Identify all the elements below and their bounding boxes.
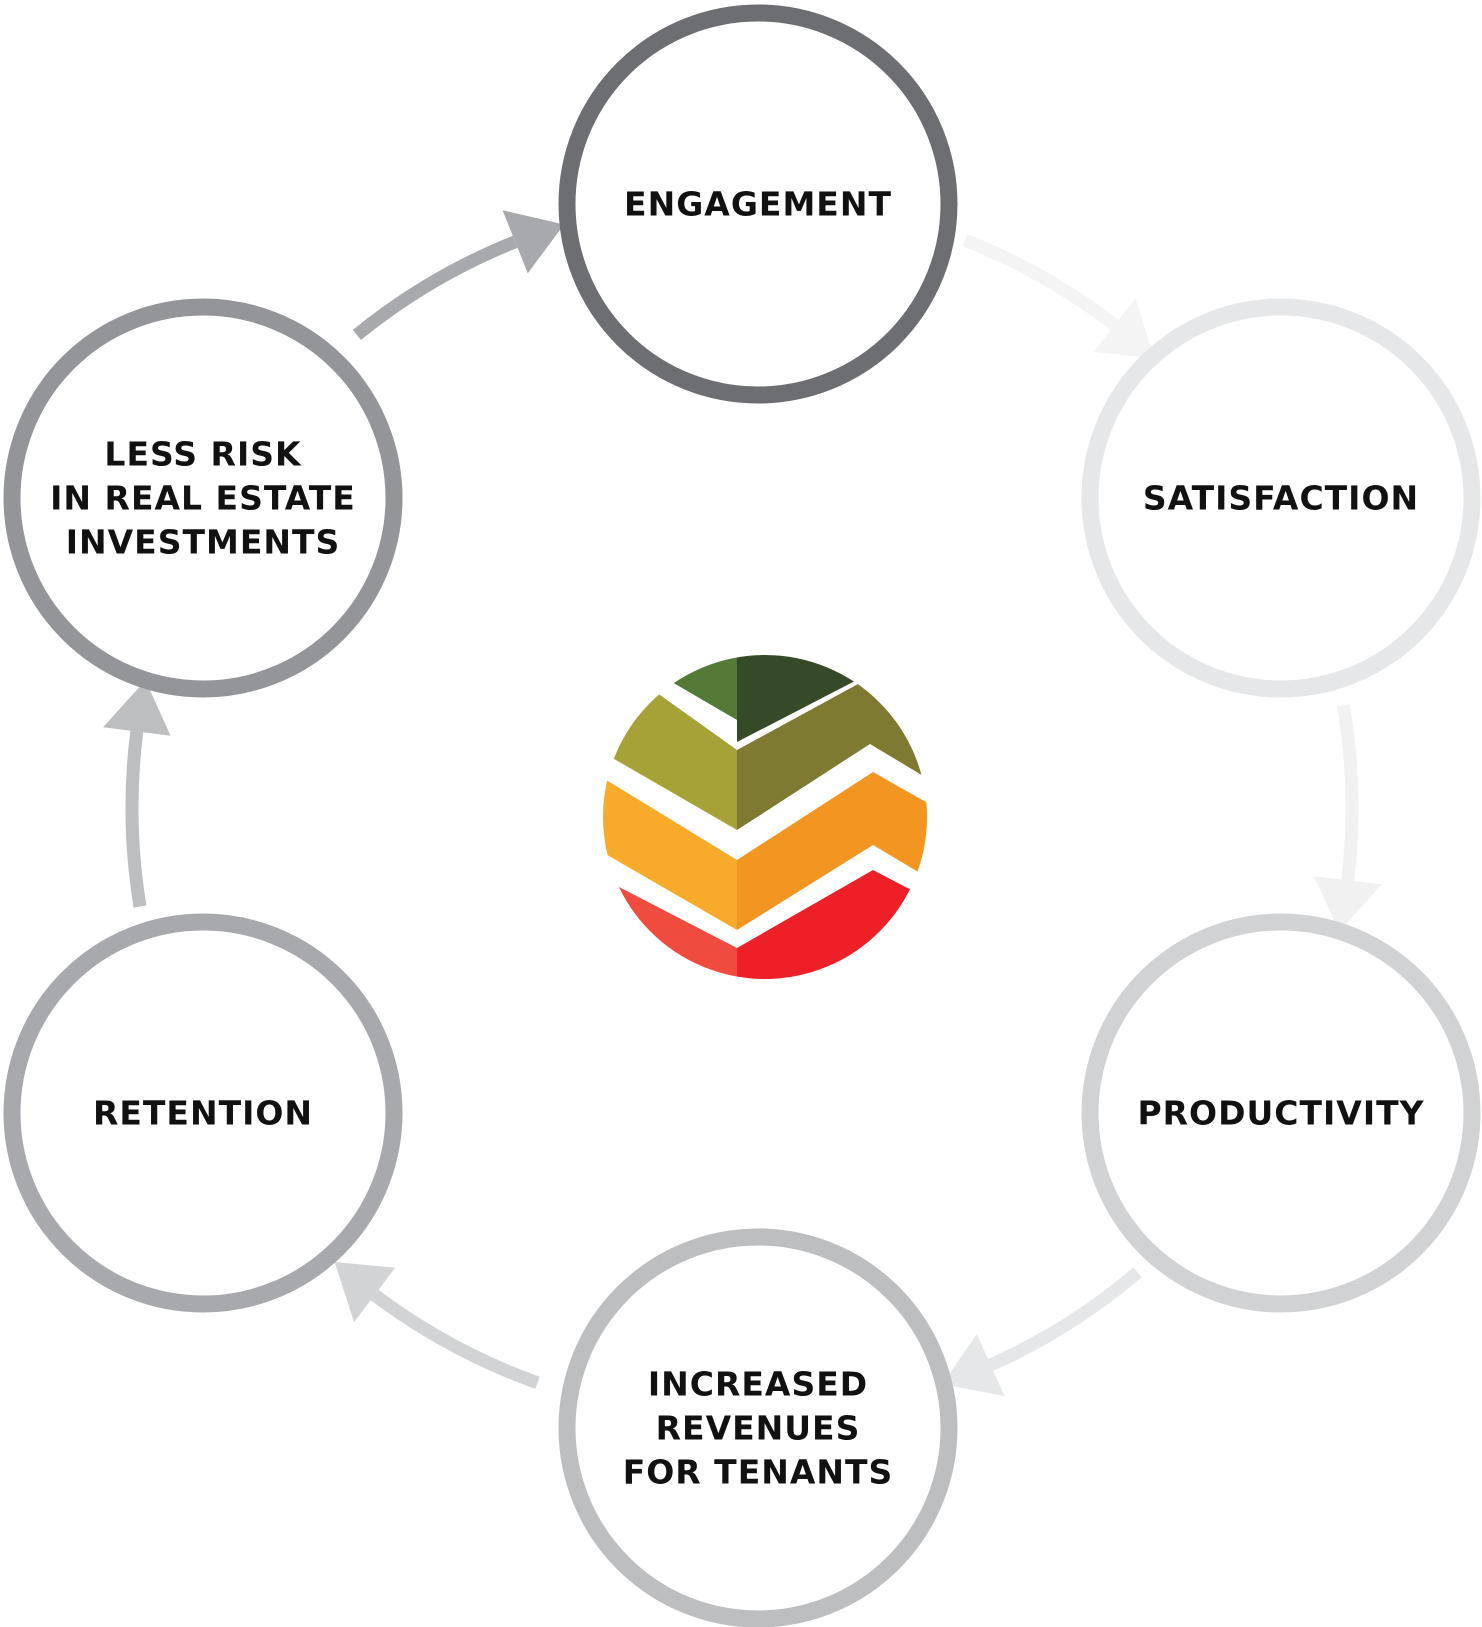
arrow-shaft [125,730,147,908]
arrow-retention-to-less-risk [103,680,171,908]
arrow-head [1093,298,1155,359]
node-label-line: PRODUCTIVITY [1137,1094,1424,1133]
arrow-shaft [962,234,1119,331]
node-ring [1081,913,1481,1313]
node-label-line: INVESTMENTS [66,523,341,562]
arrow-head [1313,876,1382,932]
node-retention: RETENTION [3,913,403,1313]
node-engagement: ENGAGEMENT [558,4,958,404]
arrow-shaft [1336,704,1359,882]
node-label-line: FOR TENANTS [623,1453,894,1492]
arrow-shaft [352,235,518,340]
arrow-increased-revenues-to-retention [334,1262,540,1389]
logo-orange-right [737,772,927,930]
node-label-line: REVENUES [656,1409,861,1448]
arrow-productivity-to-increased-revenues [942,1267,1142,1397]
node-productivity: PRODUCTIVITY [1081,913,1481,1313]
logo-icon [603,655,927,979]
node-ring [558,4,958,404]
arrow-satisfaction-to-productivity [1313,704,1382,932]
arrow-head [942,1334,1005,1397]
node-label-line: INCREASED [648,1365,868,1404]
node-ring [3,298,403,698]
node-less-risk: LESS RISK IN REAL ESTATE INVESTMENTS [3,298,403,698]
arrow-head [334,1262,396,1323]
arrow-head [502,210,564,274]
node-ring [3,913,403,1313]
node-label-line: LESS RISK [104,435,302,474]
arrow-shaft [987,1267,1142,1371]
arrows-layer [103,210,1382,1397]
logo-olive-right [737,684,927,830]
node-label-line: IN REAL ESTATE [50,479,356,518]
node-increased-revenues: INCREASED REVENUES FOR TENANTS [558,1228,958,1627]
arrow-shaft [370,1289,540,1389]
nodes-layer: ENGAGEMENT SATISFACTION PRODUCTIVITY INCREA… [3,4,1481,1627]
node-ring [1081,298,1481,698]
node-label-line: SATISFACTION [1143,479,1419,518]
node-label-line: RETENTION [93,1094,313,1133]
arrow-less-risk-to-engagement [352,210,564,340]
arrow-engagement-to-satisfaction [962,234,1155,359]
node-label-line: ENGAGEMENT [624,185,892,224]
arrow-head [103,680,171,736]
logo-orange-left [603,770,737,930]
node-satisfaction: SATISFACTION [1081,298,1481,698]
node-ring [558,1228,958,1627]
